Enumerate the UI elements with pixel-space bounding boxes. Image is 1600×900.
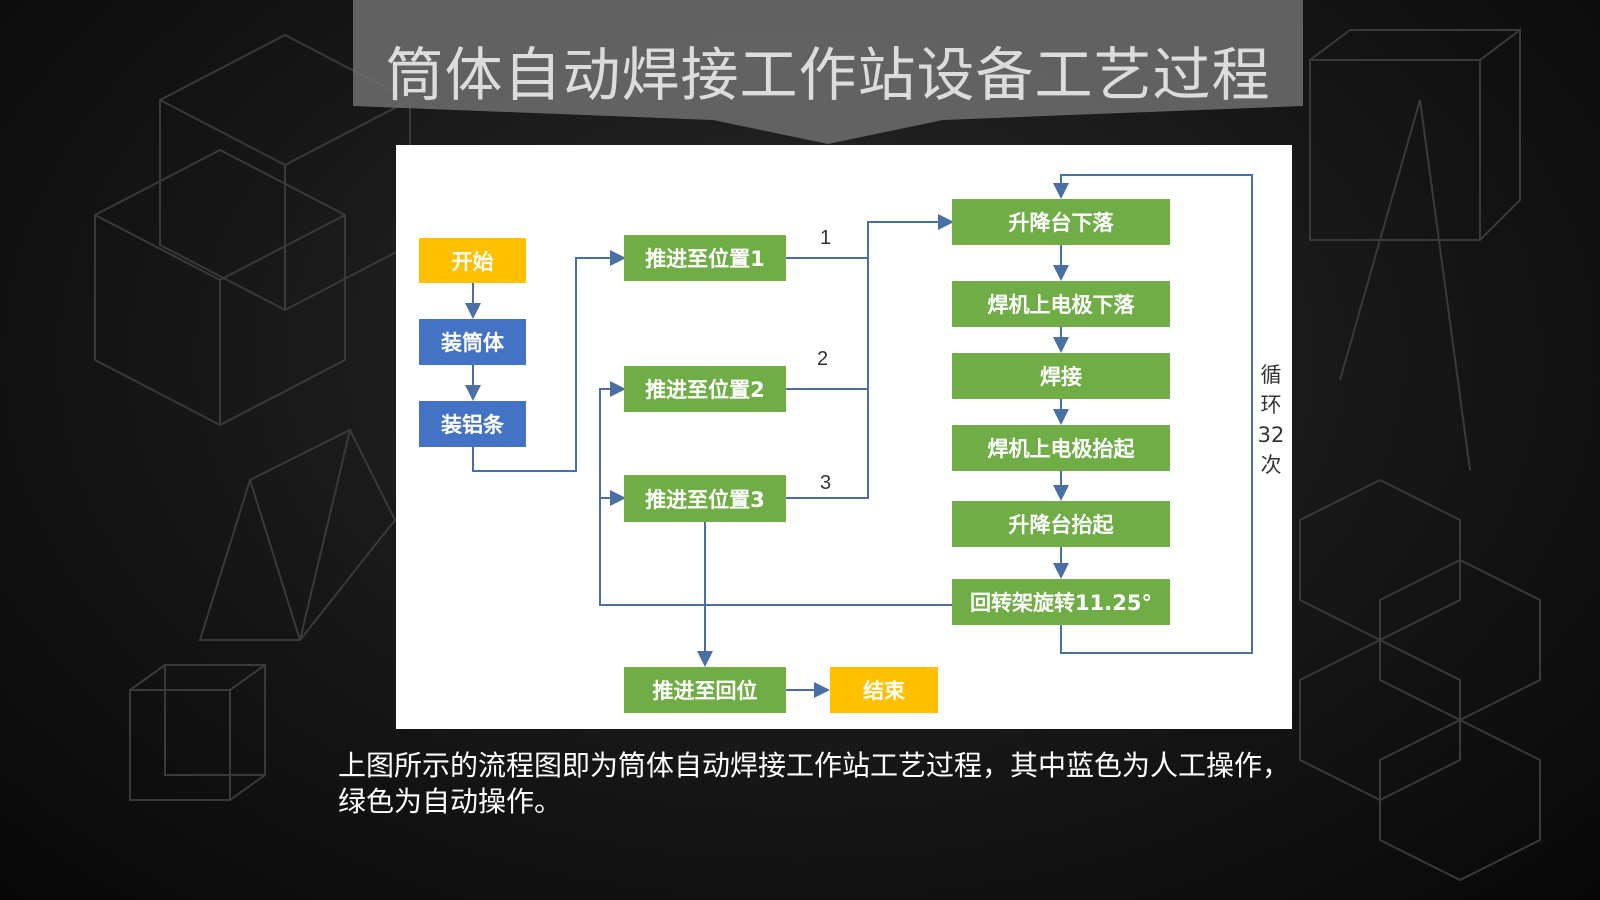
loop-label: 循环32次 bbox=[1257, 363, 1285, 477]
node-lift-down: 升降台下落 bbox=[952, 199, 1170, 245]
caption-text: 上图所示的流程图即为筒体自动焊接工作站工艺过程，其中蓝色为人工操作，绿色为自动操… bbox=[338, 749, 1291, 818]
edge-push3-lift-down bbox=[786, 389, 869, 499]
title-banner: 筒体自动焊接工作站设备工艺过程 bbox=[353, 0, 1303, 144]
node-push-pos3: 推进至位置3 bbox=[624, 475, 786, 522]
node-rotate: 回转架旋转11.25° bbox=[952, 579, 1170, 625]
edge-loop-back bbox=[1053, 174, 1253, 654]
edge-label-pos2: 2 bbox=[817, 348, 829, 370]
node-end: 结束 bbox=[830, 667, 938, 713]
node-lift-up: 升降台抬起 bbox=[952, 501, 1170, 547]
edge-push1-lift-down bbox=[786, 214, 954, 259]
page-title: 筒体自动焊接工作站设备工艺过程 bbox=[385, 41, 1271, 109]
node-electrode-down: 焊机上电极下落 bbox=[952, 281, 1170, 327]
node-push-pos2: 推进至位置2 bbox=[624, 366, 786, 412]
flowchart-connectors bbox=[465, 174, 1253, 698]
edge-label-pos3: 3 bbox=[820, 472, 832, 494]
flowchart-panel: 开始 装筒体 装铝条 推进至位置1 推进至位置2 推进至位置3 升降台下落 焊机… bbox=[396, 145, 1292, 729]
edge-label-pos1: 1 bbox=[820, 227, 832, 249]
node-weld: 焊接 bbox=[952, 353, 1170, 399]
node-load-aluminum: 装铝条 bbox=[419, 401, 526, 447]
edge-to-push-pos1 bbox=[472, 250, 626, 472]
node-push-pos1: 推进至位置1 bbox=[624, 235, 786, 281]
node-electrode-up: 焊机上电极抬起 bbox=[952, 425, 1170, 471]
node-load-cylinder: 装筒体 bbox=[419, 319, 526, 365]
node-start: 开始 bbox=[419, 238, 526, 283]
node-push-home: 推进至回位 bbox=[624, 667, 786, 713]
